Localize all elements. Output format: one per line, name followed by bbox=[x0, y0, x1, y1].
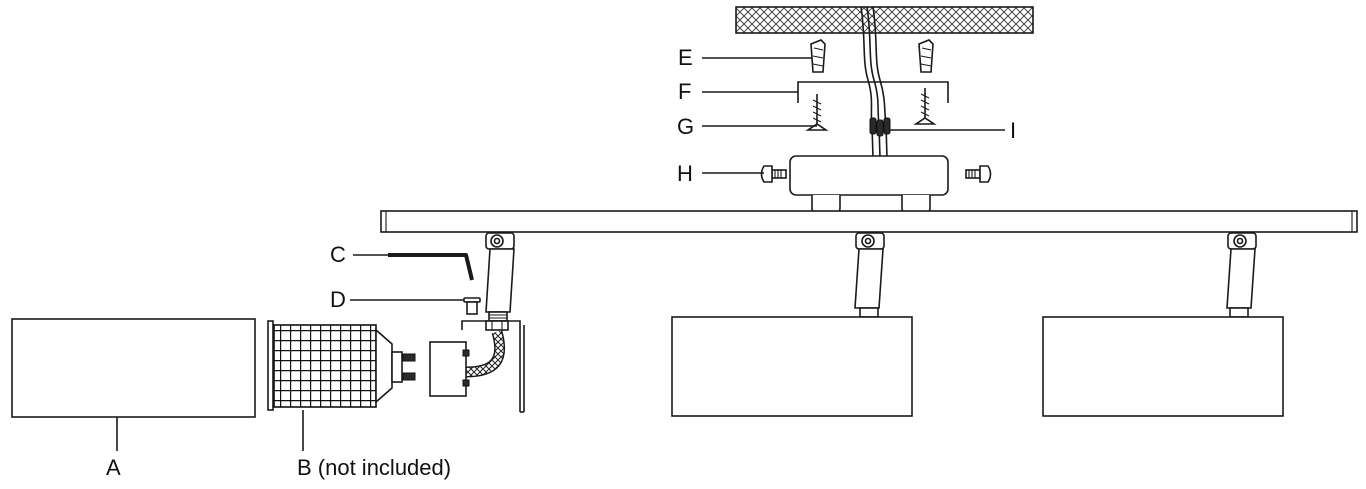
spot-arm-left bbox=[429, 232, 525, 413]
allen-key bbox=[388, 253, 474, 281]
wire-connectors bbox=[869, 117, 891, 137]
wall-plug-left bbox=[810, 39, 826, 73]
label-b: B (not included) bbox=[297, 455, 451, 480]
label-i: I bbox=[1010, 118, 1016, 143]
screw-left bbox=[805, 94, 829, 131]
supply-wires bbox=[860, 6, 888, 159]
shade-right bbox=[1042, 316, 1284, 417]
label-f: F bbox=[678, 79, 691, 104]
bulb bbox=[267, 320, 416, 411]
shade-a bbox=[11, 318, 256, 418]
grub-screw bbox=[463, 297, 481, 315]
canopy bbox=[789, 155, 949, 215]
side-screw-right bbox=[965, 165, 992, 183]
shade-middle bbox=[671, 316, 913, 417]
leader-lines bbox=[116, 57, 1005, 451]
spot-arm-right bbox=[1226, 232, 1257, 318]
label-h: H bbox=[677, 161, 693, 186]
spot-arm-middle bbox=[854, 232, 885, 318]
label-c: C bbox=[330, 242, 346, 267]
label-g: G bbox=[677, 114, 694, 139]
main-bar bbox=[380, 210, 1358, 233]
label-d: D bbox=[330, 287, 346, 312]
screw-right bbox=[913, 88, 937, 125]
wall-plug-right bbox=[918, 39, 934, 73]
label-e: E bbox=[678, 45, 693, 70]
side-screw-left bbox=[760, 165, 787, 183]
label-a: A bbox=[106, 455, 121, 480]
ceiling bbox=[735, 6, 1034, 34]
